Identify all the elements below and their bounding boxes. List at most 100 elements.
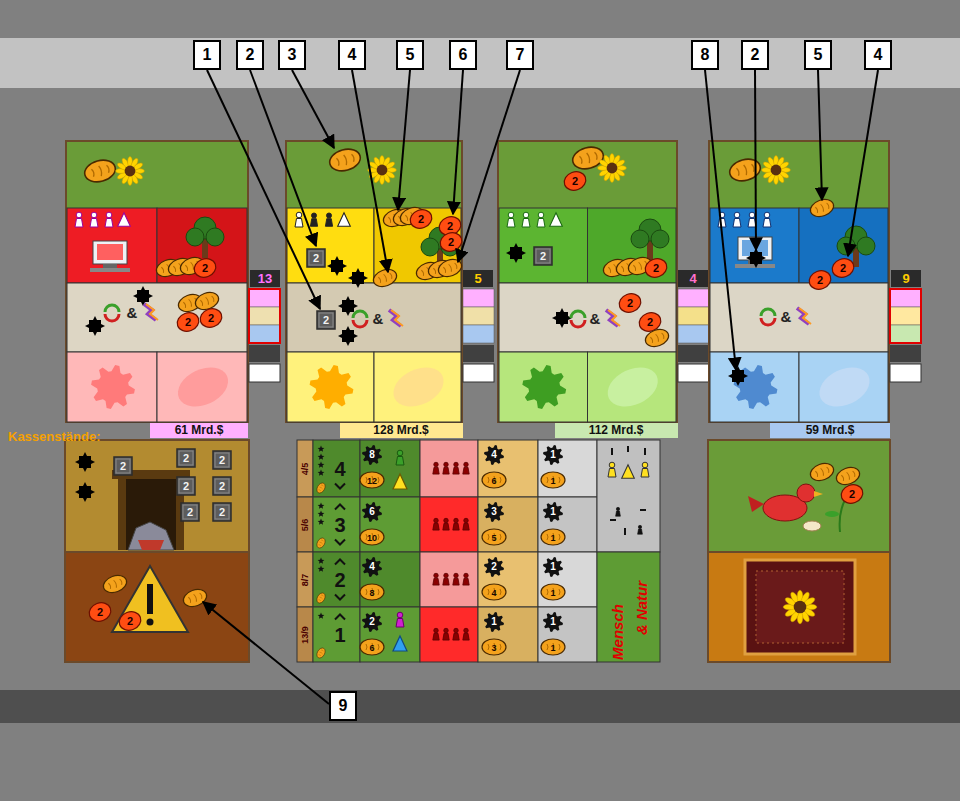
- bread-body: [315, 592, 327, 605]
- token-value: 2: [187, 507, 193, 518]
- gear-cost: 6: [369, 507, 375, 517]
- bread-token: [387, 360, 450, 414]
- gear-body: [484, 445, 504, 465]
- meeple-icon: [105, 212, 113, 227]
- track-bars: [463, 289, 494, 382]
- node-text: 13: [258, 272, 272, 285]
- meeple-icon: [453, 462, 459, 474]
- meeple-head: [464, 518, 468, 522]
- level-star: [318, 470, 325, 476]
- bread-cell: [588, 352, 677, 422]
- meeple-head: [76, 212, 82, 218]
- bread-token: [727, 156, 763, 184]
- coin-value: 2: [627, 298, 633, 309]
- exchange-row: [710, 283, 888, 352]
- node-text: 61 Mrd.$: [175, 424, 224, 436]
- computer-icon: [90, 241, 130, 272]
- node-text: 2: [246, 47, 255, 63]
- coin-value: 2: [208, 313, 214, 324]
- gear-cost: 4: [369, 562, 375, 572]
- bread-token: [436, 256, 464, 279]
- meeple-body: [433, 467, 439, 474]
- meeple-icon: [641, 462, 649, 477]
- meeple-icon: [443, 518, 449, 530]
- recycle-arrow: [761, 318, 775, 325]
- meeple-body: [443, 578, 449, 585]
- figures-cell: [597, 440, 660, 552]
- bread-crust: [841, 470, 856, 482]
- meeple-head: [749, 212, 755, 218]
- bread-body: [360, 529, 384, 545]
- track-bars: [678, 289, 709, 382]
- bread-body: [327, 146, 363, 174]
- node-text: 3: [288, 47, 297, 63]
- meeple-icon: [310, 213, 317, 226]
- meeple-body: [748, 219, 756, 228]
- bread-token: [482, 639, 506, 655]
- meeple-head: [434, 462, 438, 466]
- coin-body: [117, 609, 144, 633]
- callout-number: 6: [449, 40, 477, 70]
- level-down: [335, 484, 345, 489]
- token-value: 2: [219, 455, 225, 466]
- track-bar: [249, 307, 280, 325]
- bread-token: [643, 326, 671, 349]
- round-strip: [297, 497, 313, 552]
- meeple-body: [463, 467, 469, 474]
- exchange-sign: &: [127, 305, 138, 320]
- bread-body: [482, 584, 506, 600]
- bread-cost: 12: [367, 477, 377, 486]
- level-down: [335, 540, 345, 545]
- grey-token: [213, 477, 231, 495]
- pawn-icon: [550, 213, 563, 227]
- cost-cell: [360, 440, 420, 497]
- grey-token-rim: [215, 479, 229, 493]
- level-star: [318, 558, 325, 564]
- pawn-body: [338, 213, 351, 227]
- callout-number: 4: [338, 40, 366, 70]
- nature-cell: [157, 208, 247, 283]
- bread-body: [315, 537, 327, 550]
- node-text: 9: [902, 272, 909, 285]
- node-text: 4: [689, 272, 696, 285]
- meeple-head: [454, 518, 458, 522]
- exchange-row: [499, 283, 676, 352]
- gear-cost: 1: [491, 617, 497, 627]
- node-text: 4: [874, 47, 883, 63]
- bread-cost: 1: [550, 477, 555, 486]
- grey-token-rim: [215, 453, 229, 467]
- meeple-body: [463, 523, 469, 530]
- callout-number: 2: [236, 40, 264, 70]
- node-text: 5: [814, 47, 823, 63]
- exchange-row: [67, 283, 247, 352]
- level-number: 4: [334, 459, 345, 479]
- bread-token: [360, 639, 384, 655]
- meeple-body: [453, 467, 459, 474]
- coin-body: [617, 291, 644, 315]
- bread-cost: 1: [550, 644, 555, 653]
- recycle-arrow: [571, 320, 585, 327]
- node-text: 6: [459, 47, 468, 63]
- black-cube: [552, 308, 572, 328]
- tree-icon: [631, 219, 669, 260]
- sunflower-icon: [762, 156, 791, 185]
- coin-token: [839, 482, 866, 506]
- coin-body: [562, 169, 589, 193]
- sunflower-icon: [598, 154, 627, 183]
- level-star: [318, 462, 325, 468]
- meeple-head: [397, 450, 403, 456]
- bottom-band: [0, 690, 960, 723]
- meeple-head: [538, 212, 544, 218]
- meeple-body: [396, 619, 404, 628]
- bread-token: [371, 266, 399, 289]
- black-cube: [746, 248, 766, 268]
- meeple-head: [296, 212, 302, 218]
- black-cube: [338, 326, 358, 346]
- bread-crust: [318, 649, 324, 656]
- gear-icon: [362, 502, 382, 522]
- meeple-icon: [75, 212, 83, 227]
- meeple-head: [434, 628, 438, 632]
- gear-body: [91, 365, 135, 409]
- screen: [97, 244, 123, 260]
